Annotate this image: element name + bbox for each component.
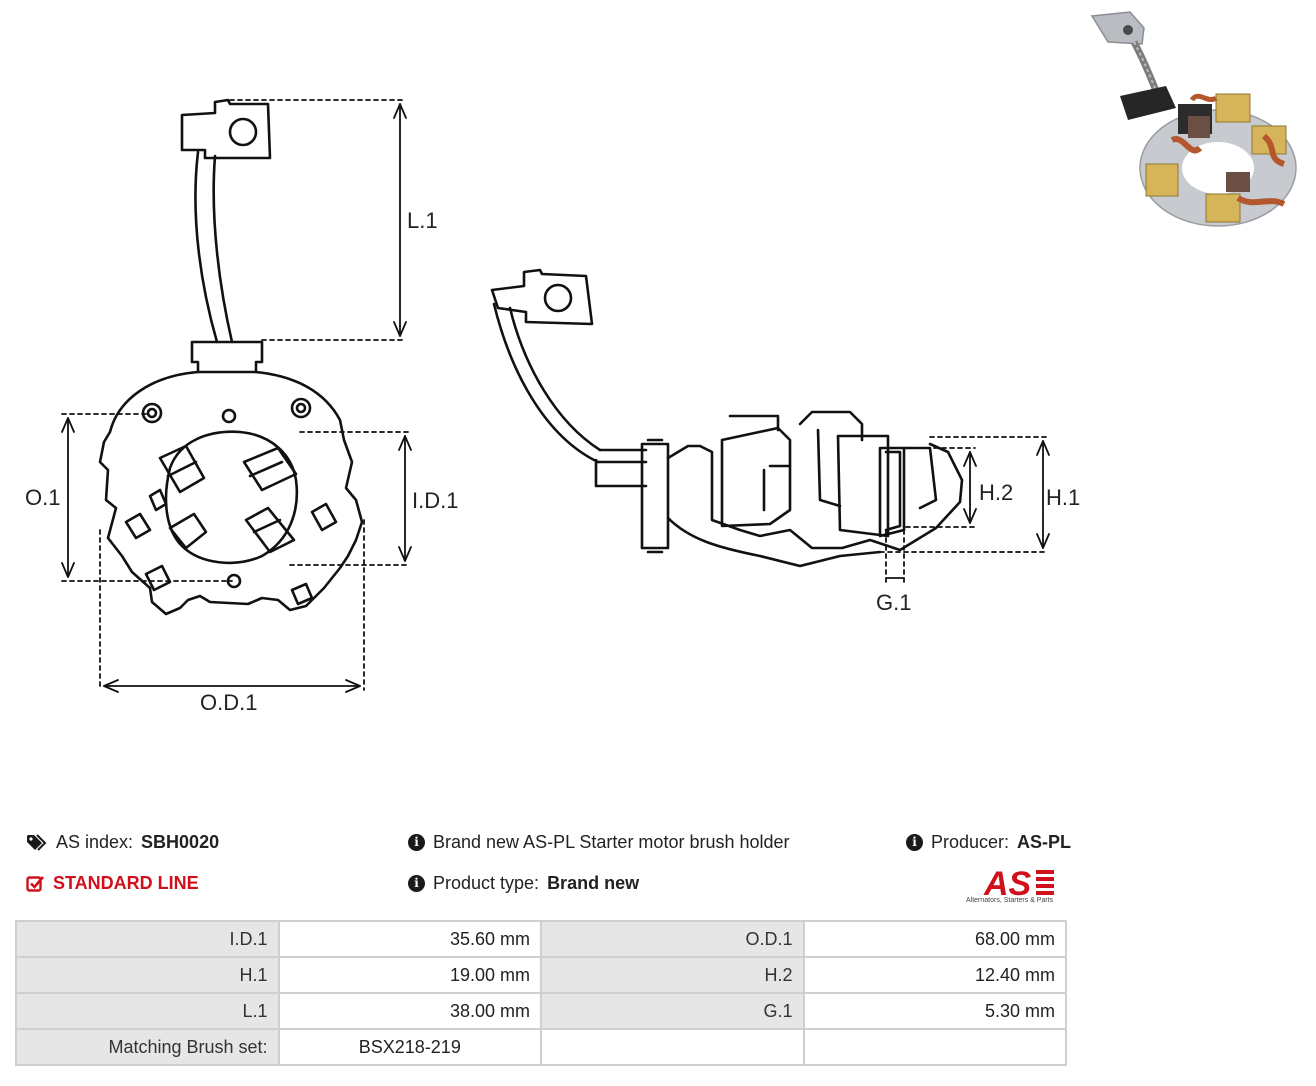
tags-icon xyxy=(27,833,47,851)
label-h2: H.2 xyxy=(979,480,1013,505)
spec-label xyxy=(540,1028,805,1066)
product-type-label: Product type: xyxy=(433,873,540,893)
producer: i Producer: AS-PL xyxy=(906,832,1071,853)
checkbox-checked-icon xyxy=(26,876,44,892)
producer-value: AS-PL xyxy=(1017,832,1072,852)
product-type: i Product type: Brand new xyxy=(408,873,639,894)
dimension-lines xyxy=(61,99,1050,693)
spec-label: L.1 xyxy=(15,992,280,1030)
spec-value: 19.00 mm xyxy=(277,956,543,994)
brush-set-link[interactable]: BSX218-219 xyxy=(277,1028,543,1066)
info-icon: i xyxy=(906,834,923,851)
product-photo xyxy=(1090,11,1297,227)
technical-drawing: L.1 O.1 I.D.1 O.D.1 H.2 H.1 G.1 xyxy=(25,98,1080,715)
logo-tagline: Alternators, Starters & Parts xyxy=(966,897,1054,904)
spec-label: I.D.1 xyxy=(15,920,280,958)
producer-label: Producer: xyxy=(931,832,1010,852)
description-text: Brand new AS-PL Starter motor brush hold… xyxy=(433,832,790,852)
spec-label: H.2 xyxy=(540,956,805,994)
label-l1: L.1 xyxy=(407,208,438,233)
as-index-value: SBH0020 xyxy=(141,832,220,852)
spec-value: 12.40 mm xyxy=(802,956,1068,994)
spec-label: Matching Brush set: xyxy=(15,1028,280,1066)
spec-value xyxy=(802,1028,1068,1066)
spec-value: 38.00 mm xyxy=(277,992,543,1030)
spec-value: 68.00 mm xyxy=(802,920,1068,958)
product-type-value: Brand new xyxy=(547,873,640,893)
table-row: L.1 38.00 mm G.1 5.30 mm xyxy=(15,992,1068,1030)
spec-label: O.D.1 xyxy=(540,920,805,958)
standard-line: STANDARD LINE xyxy=(26,873,199,894)
as-index: AS index: SBH0020 xyxy=(26,832,219,853)
label-g1: G.1 xyxy=(876,590,911,615)
brand-logo: AS Alternators, Starters & Parts xyxy=(964,862,1068,908)
label-o1: O.1 xyxy=(25,485,60,510)
spec-value: 5.30 mm xyxy=(802,992,1068,1030)
spec-label: G.1 xyxy=(540,992,805,1030)
front-view xyxy=(98,98,364,616)
label-id1: I.D.1 xyxy=(412,488,458,513)
standard-line-label: STANDARD LINE xyxy=(53,873,199,893)
as-index-label: AS index: xyxy=(56,832,134,852)
spec-value: 35.60 mm xyxy=(277,920,543,958)
table-row: Matching Brush set: BSX218-219 xyxy=(15,1028,1068,1066)
description: i Brand new AS-PL Starter motor brush ho… xyxy=(408,832,790,853)
label-h1: H.1 xyxy=(1046,485,1080,510)
side-view xyxy=(490,268,964,568)
table-row: I.D.1 35.60 mm O.D.1 68.00 mm xyxy=(15,920,1068,958)
info-icon: i xyxy=(408,875,425,892)
info-icon: i xyxy=(408,834,425,851)
table-row: H.1 19.00 mm H.2 12.40 mm xyxy=(15,956,1068,994)
label-od1: O.D.1 xyxy=(200,690,257,715)
spec-label: H.1 xyxy=(15,956,280,994)
logo-wordmark: AS xyxy=(983,865,1032,903)
spec-table: I.D.1 35.60 mm O.D.1 68.00 mm H.1 19.00 … xyxy=(15,920,1068,1066)
